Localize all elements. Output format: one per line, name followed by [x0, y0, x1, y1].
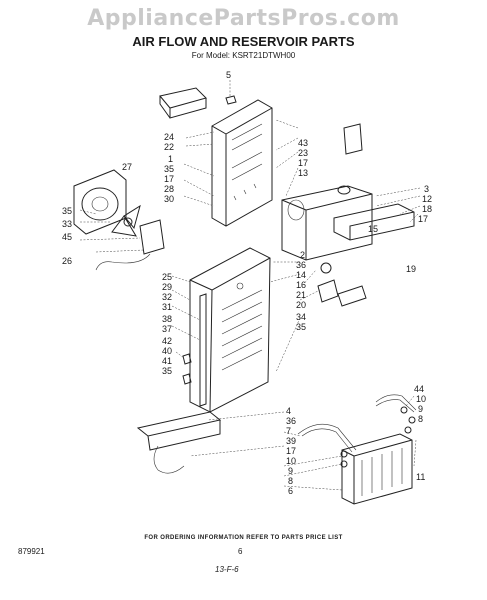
callout-37: 37 — [162, 324, 172, 334]
fan-blade — [111, 204, 141, 237]
callout-17: 17 — [286, 446, 296, 456]
callout-18: 18 — [422, 204, 432, 214]
watermark: AppliancePartsPros.com — [87, 6, 400, 31]
callout-25: 25 — [162, 272, 172, 282]
damper-parts — [317, 262, 367, 307]
callout-35: 35 — [162, 366, 172, 376]
callout-31: 31 — [162, 302, 172, 312]
callout-33: 33 — [62, 219, 72, 229]
document-number: 879921 — [18, 547, 45, 556]
callout-15: 15 — [368, 224, 378, 234]
callout-11: 11 — [416, 472, 425, 482]
callout-32: 32 — [162, 292, 172, 302]
fan-motor — [95, 219, 165, 271]
callout-16: 16 — [296, 280, 306, 290]
callout-35: 35 — [62, 206, 72, 216]
air-duct-cover — [159, 87, 207, 119]
callout-28: 28 — [164, 184, 174, 194]
callout-3: 3 — [424, 184, 429, 194]
callouts-right-block: 3 12 18 17 19 — [406, 184, 432, 274]
callouts-bottom-left: 4 36 7 39 17 10 9 8 6 — [286, 406, 296, 496]
fittings — [340, 406, 416, 468]
drain-trough — [136, 411, 222, 474]
reservoir-tray — [333, 203, 415, 241]
callout-17: 17 — [298, 158, 308, 168]
callout-2: 2 — [300, 250, 305, 260]
handwritten-mark: 13-F-6 — [215, 565, 239, 574]
callout-35: 35 — [296, 322, 306, 332]
callout-4: 4 — [286, 406, 291, 416]
callout-38: 38 — [162, 314, 172, 324]
callout-36: 36 — [296, 260, 306, 270]
callout-35: 35 — [164, 164, 174, 174]
callouts-middle-left: 25 29 32 31 38 37 42 40 41 35 — [162, 272, 172, 376]
screw-35 — [182, 353, 192, 385]
side-channel — [199, 293, 207, 407]
callout-17: 17 — [164, 174, 174, 184]
page-title: AIR FLOW AND RESERVOIR PARTS — [132, 34, 355, 49]
damper-control-housing — [281, 185, 373, 261]
callout-9: 9 — [288, 466, 293, 476]
callout-45: 45 — [62, 232, 72, 242]
callout-10: 10 — [416, 394, 426, 404]
callout-14: 14 — [296, 270, 306, 280]
callout-20: 20 — [296, 300, 306, 310]
callout-44: 44 — [414, 384, 424, 394]
callout-19: 19 — [406, 264, 416, 274]
callout-5: 5 — [226, 70, 231, 80]
bracket-43 — [343, 123, 363, 155]
callout-26: 26 — [62, 256, 72, 266]
callout-9: 9 — [418, 404, 423, 414]
rear-panel — [211, 99, 273, 227]
leader-lines — [79, 80, 421, 491]
callouts-right-mid: 2 36 14 16 21 20 34 35 — [296, 250, 306, 332]
callouts-right-top: 43 23 17 13 — [298, 138, 308, 178]
callout-30: 30 — [164, 194, 174, 204]
callout-23: 23 — [298, 148, 308, 158]
ordering-note: FOR ORDERING INFORMATION REFER TO PARTS … — [144, 535, 343, 541]
callout-10: 10 — [286, 456, 296, 466]
callout-40: 40 — [162, 346, 172, 356]
page-number: 6 — [238, 547, 243, 556]
callouts-bottom-right: 44 10 9 8 11 — [414, 384, 426, 482]
callout-7: 7 — [286, 426, 291, 436]
model-subtitle: For Model: KSRT21DTWH00 — [191, 51, 296, 60]
evaporator-housing — [189, 247, 271, 413]
small-clip-5 — [225, 95, 237, 105]
callout-34: 34 — [296, 312, 306, 322]
callout-24: 24 — [164, 132, 174, 142]
callout-12: 12 — [422, 194, 432, 204]
callout-36: 36 — [286, 416, 296, 426]
callout-41: 41 — [162, 356, 172, 366]
callout-13: 13 — [298, 168, 308, 178]
callout-17: 17 — [418, 214, 428, 224]
knob-3 — [337, 185, 351, 195]
callout-42: 42 — [162, 336, 172, 346]
callout-27: 27 — [122, 162, 132, 172]
callout-39: 39 — [286, 436, 296, 446]
callout-6: 6 — [288, 486, 293, 496]
callout-29: 29 — [162, 282, 172, 292]
callout-43: 43 — [298, 138, 308, 148]
callout-1: 1 — [168, 154, 173, 164]
callout-22: 22 — [164, 142, 174, 152]
reservoir-tubing — [297, 394, 417, 453]
water-reservoir — [341, 433, 413, 505]
callouts-fan-left: 35 33 45 26 — [62, 206, 72, 266]
callout-21: 21 — [296, 290, 306, 300]
callout-8: 8 — [288, 476, 293, 486]
callouts-left-top: 24 22 1 35 17 28 30 — [164, 132, 174, 204]
callout-8: 8 — [418, 414, 423, 424]
